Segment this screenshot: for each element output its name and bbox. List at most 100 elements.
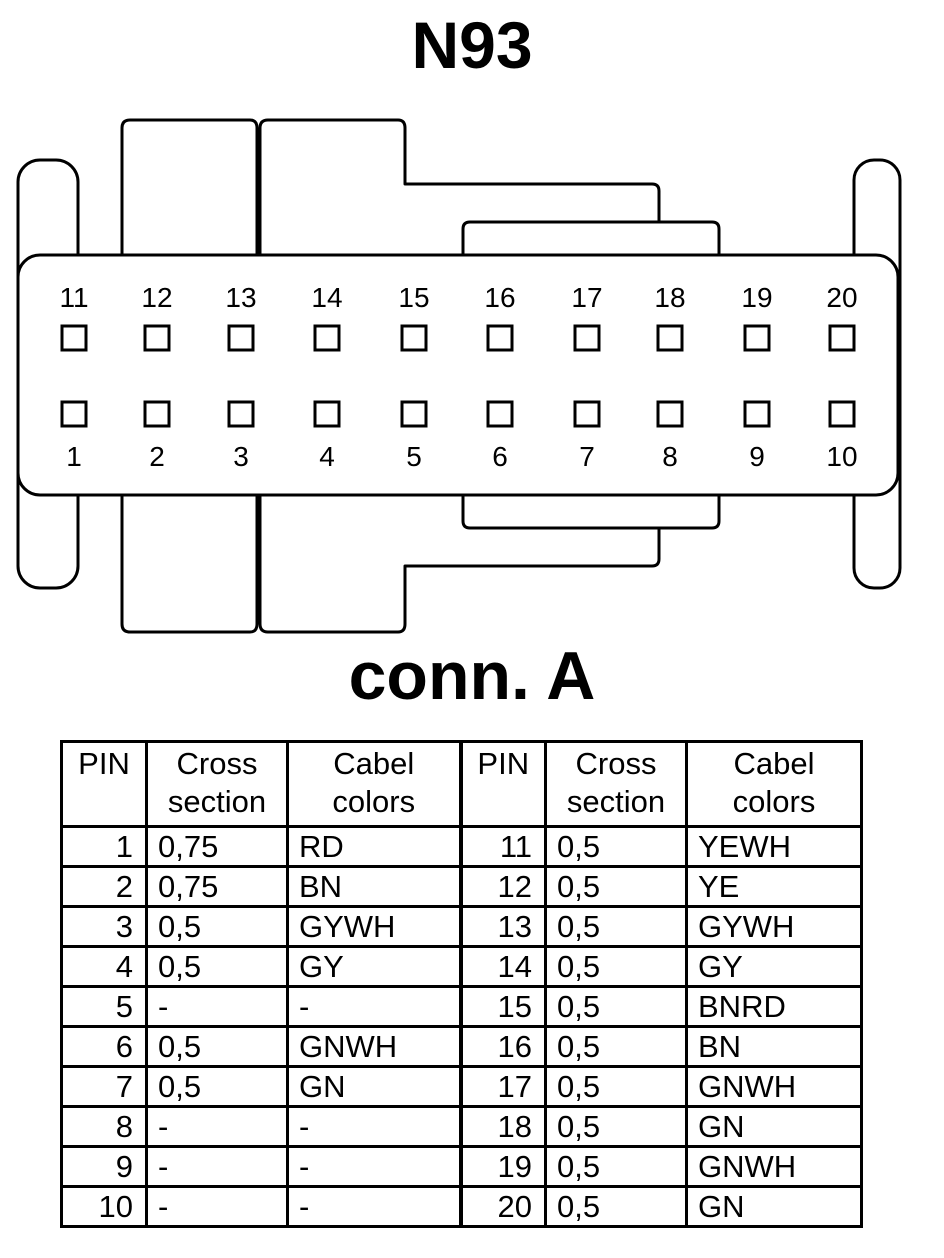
cell-cross-section: 0,5 [544, 945, 688, 988]
pin-number-label: 15 [398, 282, 429, 313]
pin-cavity [313, 400, 341, 428]
cell-pin: 12 [458, 865, 547, 908]
pin-cavity [486, 324, 514, 352]
cell-pin: 20 [458, 1185, 547, 1228]
cell-cable-color: GNWH [286, 1025, 462, 1068]
pin-number-label: 16 [484, 282, 515, 313]
cell-pin: 7 [60, 1065, 148, 1108]
pin-number-label: 11 [59, 282, 88, 313]
cell-cross-section: 0,5 [544, 825, 688, 868]
cell-cable-color: GN [685, 1185, 863, 1228]
pin-cavity [743, 324, 771, 352]
pin-cavity [573, 324, 601, 352]
cell-cross-section: - [145, 1185, 289, 1228]
cell-pin: 5 [60, 985, 148, 1028]
cell-pin: 17 [458, 1065, 547, 1108]
cell-cross-section: 0,5 [145, 945, 289, 988]
cell-cable-color: GY [286, 945, 462, 988]
pin-number-label: 9 [749, 441, 765, 472]
diagram-title: N93 [411, 8, 533, 82]
cell-pin: 8 [60, 1105, 148, 1148]
cell-cross-section: 0,5 [544, 865, 688, 908]
pin-number-label: 17 [571, 282, 602, 313]
pin-cavity [656, 400, 684, 428]
pin-cavity [656, 324, 684, 352]
pin-number-label: 18 [654, 282, 685, 313]
pin-cavity [227, 324, 255, 352]
cell-cable-color: GN [286, 1065, 462, 1108]
bottom-housing [120, 492, 721, 634]
cell-cable-color: BN [685, 1025, 863, 1068]
cell-cross-section: 0,5 [544, 1065, 688, 1108]
pin-number-label: 5 [406, 441, 422, 472]
cell-cable-color: GYWH [286, 905, 462, 948]
pin-cavity [743, 400, 771, 428]
connector-body [16, 253, 900, 497]
pin-cavity [143, 324, 171, 352]
header-pin: PIN [60, 740, 148, 828]
pin-number-label: 2 [149, 441, 165, 472]
pin-number-label: 4 [319, 441, 335, 472]
top-housing [120, 118, 721, 262]
pin-cavity [400, 400, 428, 428]
cell-cable-color: BN [286, 865, 462, 908]
pin-cavity [828, 324, 856, 352]
cell-pin: 18 [458, 1105, 547, 1148]
connector-label: conn. A [348, 638, 596, 714]
pin-cavity [573, 400, 601, 428]
cell-cable-color: GN [685, 1105, 863, 1148]
cell-pin: 14 [458, 945, 547, 988]
cell-pin: 2 [60, 865, 148, 908]
cell-cross-section: 0,5 [544, 1145, 688, 1188]
pin-cavity [828, 400, 856, 428]
cell-cross-section: 0,5 [544, 1025, 688, 1068]
pin-number-label: 8 [662, 441, 678, 472]
cell-pin: 11 [458, 825, 547, 868]
pin-number-label: 10 [826, 441, 857, 472]
pin-cavity [60, 324, 88, 352]
cell-cable-color: RD [286, 825, 462, 868]
cell-cable-color: - [286, 985, 462, 1028]
cell-cross-section: 0,5 [544, 1105, 688, 1148]
pin-cavity [143, 400, 171, 428]
cell-cross-section: 0,75 [145, 825, 289, 868]
cell-cross-section: 0,5 [145, 905, 289, 948]
pin-cavity [400, 324, 428, 352]
cell-cross-section: 0,5 [145, 1025, 289, 1068]
cell-cross-section: 0,5 [544, 1185, 688, 1228]
cell-cross-section: 0,5 [544, 905, 688, 948]
pin-cavity [486, 400, 514, 428]
cell-pin: 16 [458, 1025, 547, 1068]
cell-cable-color: GNWH [685, 1145, 863, 1188]
cell-cable-color: - [286, 1105, 462, 1148]
pin-number-label: 1 [66, 441, 82, 472]
pin-number-label: 20 [826, 282, 857, 313]
cell-cross-section: 0,5 [145, 1065, 289, 1108]
cell-cable-color: GYWH [685, 905, 863, 948]
cell-pin: 4 [60, 945, 148, 988]
cell-cross-section: 0,5 [544, 985, 688, 1028]
cell-pin: 10 [60, 1185, 148, 1228]
cell-cross-section: - [145, 1105, 289, 1148]
cell-cable-color: YEWH [685, 825, 863, 868]
pin-number-label: 13 [225, 282, 256, 313]
cell-cable-color: GY [685, 945, 863, 988]
cell-cross-section: 0,75 [145, 865, 289, 908]
pin-number-label: 3 [233, 441, 249, 472]
cell-pin: 1 [60, 825, 148, 868]
